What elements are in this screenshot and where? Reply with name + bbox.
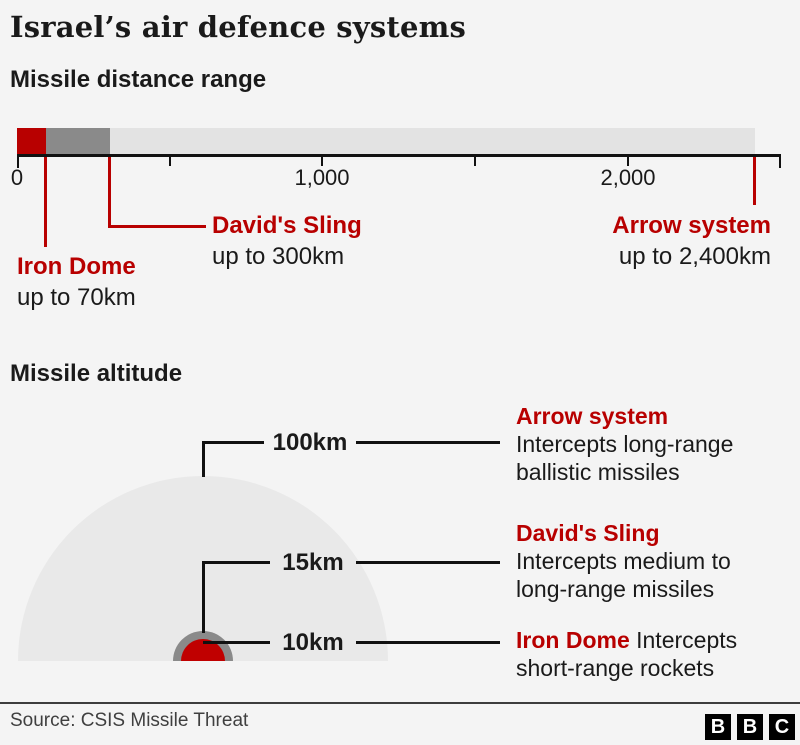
iron-dome-altitude-dome [181, 639, 225, 661]
arrow-system-description: Intercepts long-range ballistic missiles [516, 431, 734, 485]
page-title: Israel’s air defence systems [10, 10, 467, 44]
arrow-altitude-value: 100km [272, 429, 348, 456]
altitude-section-heading: Missile altitude [10, 360, 183, 387]
arrow-system-range-label: Arrow system up to 2,400km [612, 210, 771, 272]
iron-dome-description-line: Iron Dome Intercepts short-range rockets [516, 626, 786, 682]
axis-tick-2000 [627, 157, 629, 166]
davids-sling-altitude-value: 15km [282, 549, 344, 576]
distance-section-heading: Missile distance range [10, 66, 267, 93]
axis-label-0: 0 [10, 165, 24, 190]
davids-sling-name: David's Sling [212, 212, 362, 239]
davids-sling-description-block: David's Sling Intercepts medium to long-… [516, 519, 786, 603]
davids-sling-desc-name: David's Sling [516, 520, 660, 546]
axis-tick-2500 [779, 157, 781, 168]
arrow-system-callout-line [753, 157, 756, 205]
iron-dome-desc-name: Iron Dome [516, 627, 630, 653]
iron-dome-range-value: up to 70km [17, 284, 136, 311]
davids-sling-callout-line-horizontal [108, 225, 206, 228]
iron-dome-description: Intercepts short-range rockets [516, 627, 738, 681]
axis-label-1000: 1,000 [294, 165, 350, 190]
arrow-system-range-value: up to 2,400km [618, 243, 771, 270]
arrow-system-description-block: Arrow system Intercepts long-range balli… [516, 402, 786, 486]
iron-dome-range-bar [17, 128, 46, 154]
iron-dome-range-label: Iron Dome up to 70km [17, 251, 136, 313]
arrow-altitude-callout-right [356, 441, 500, 444]
davids-sling-range-value: up to 300km [212, 243, 345, 270]
davids-sling-altitude-callout-left [202, 561, 270, 564]
axis-tick-0 [17, 157, 19, 168]
davids-sling-altitude-callout-right [356, 561, 500, 564]
bbc-logo-b2: B [737, 714, 763, 740]
bbc-logo-b1: B [705, 714, 731, 740]
arrow-altitude-callout-vertical [202, 441, 205, 477]
iron-dome-altitude-callout-left [203, 641, 270, 644]
axis-label-2000: 2,000 [600, 165, 656, 190]
source-credit: Source: CSIS Missile Threat [10, 710, 249, 731]
arrow-system-range-bar [17, 128, 755, 154]
davids-sling-description: Intercepts medium to long-range missiles [516, 548, 731, 602]
iron-dome-name: Iron Dome [17, 253, 136, 280]
iron-dome-altitude-value: 10km [282, 629, 344, 656]
iron-dome-altitude-callout-right [356, 641, 500, 644]
axis-tick-1000 [321, 157, 323, 166]
footer-divider [0, 702, 800, 704]
x-axis-line [17, 154, 781, 157]
davids-sling-altitude-callout-vertical [202, 561, 205, 633]
davids-sling-callout-line-vertical [108, 157, 111, 228]
iron-dome-callout-line [44, 157, 47, 247]
axis-tick-1500 [474, 157, 476, 166]
davids-sling-range-label: David's Sling up to 300km [212, 210, 362, 272]
axis-tick-500 [169, 157, 171, 166]
arrow-system-name: Arrow system [612, 212, 771, 239]
arrow-system-desc-name: Arrow system [516, 403, 669, 429]
arrow-altitude-callout-left [202, 441, 264, 444]
iron-dome-description-block: Iron Dome Intercepts short-range rockets [516, 626, 786, 682]
bbc-logo-c: C [769, 714, 795, 740]
